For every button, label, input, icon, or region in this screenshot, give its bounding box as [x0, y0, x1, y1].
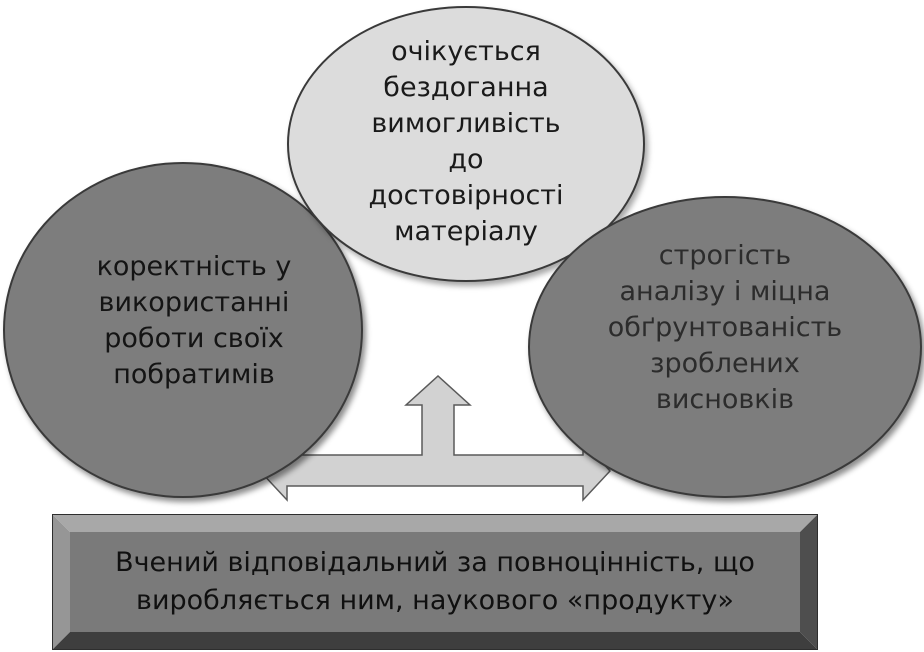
bevel-top — [52, 514, 818, 532]
main-statement-text: Вчений відповідальний за повноцінність, … — [115, 547, 755, 616]
left-bubble: коректність у використанні роботи своїх … — [3, 162, 363, 498]
top-bubble-text: очікується бездоганна вимогливість до до… — [368, 36, 564, 247]
right-bubble: строгість аналізу і міцна обґрунтованіст… — [528, 196, 922, 498]
bevel-frame — [52, 514, 818, 650]
box-outline — [52, 514, 818, 650]
bevel-left — [52, 514, 70, 650]
right-bubble-text: строгість аналізу і міцна обґрунтованіст… — [607, 240, 843, 415]
arrow-shape — [258, 374, 612, 502]
main-statement-box: Вчений відповідальний за повноцінність, … — [52, 514, 818, 650]
top-bubble: очікується бездоганна вимогливість до до… — [287, 6, 645, 282]
left-bubble-text: коректність у використанні роботи своїх … — [96, 251, 292, 390]
bevel-bottom — [52, 632, 818, 650]
bevel-right — [800, 514, 818, 650]
box-face — [70, 532, 800, 632]
